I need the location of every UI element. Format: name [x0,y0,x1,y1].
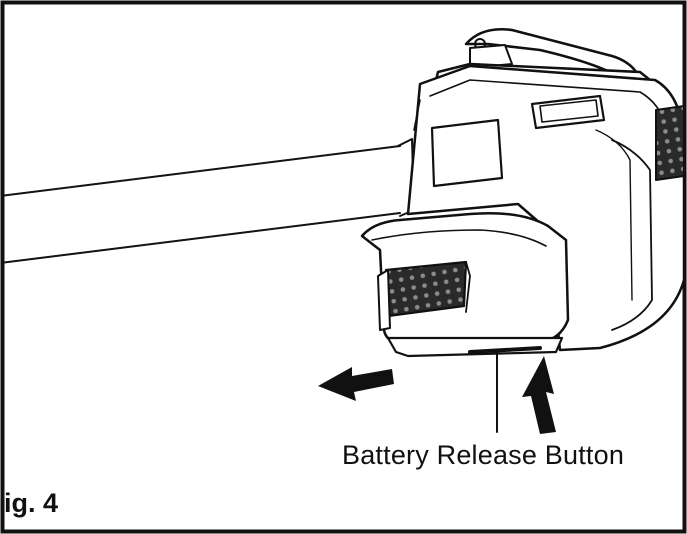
callout-label: Battery Release Button [342,440,625,470]
blower-tube [3,138,415,264]
figure-label: ig. 4 [4,488,59,518]
battery-grille [377,260,471,331]
housing-window [430,118,504,188]
arrow-left-icon [318,367,394,401]
side-vent [655,105,684,181]
arrow-up-icon [522,356,556,434]
latch-block [530,94,606,130]
battery-release-button [386,336,564,358]
